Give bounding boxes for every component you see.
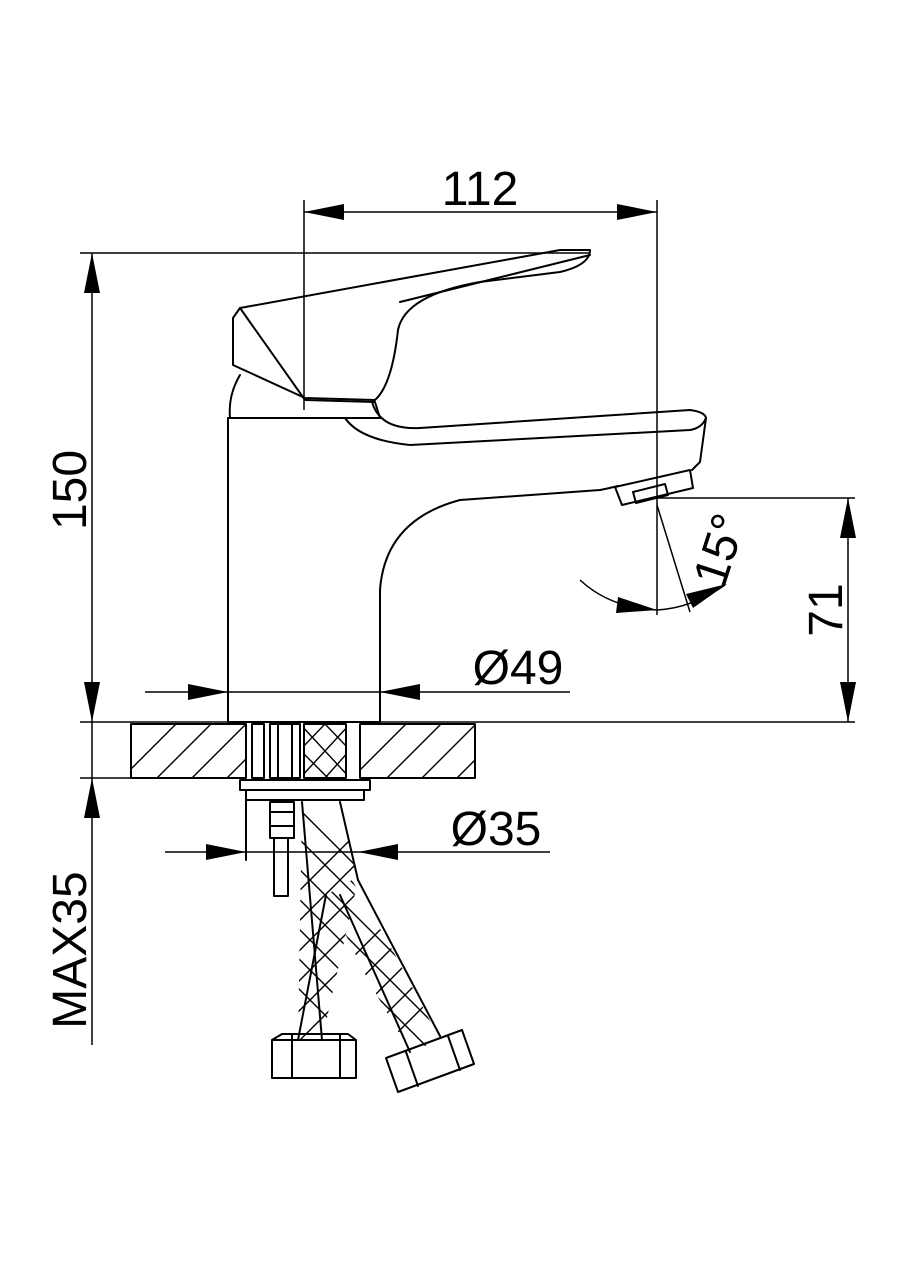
faucet-body <box>227 401 707 723</box>
dim-15deg-label: 15° <box>684 508 757 593</box>
dim-35-label: Ø35 <box>451 803 542 856</box>
dim-71-label: 71 <box>800 583 853 636</box>
dim-spout-height: 71 <box>657 497 856 722</box>
supply-hoses <box>271 801 475 1093</box>
lever-handle <box>228 249 591 419</box>
dim-hole-diameter: Ø35 <box>165 803 550 860</box>
dim-112-label: 112 <box>442 163 519 216</box>
dim-max-thickness: MAX35 <box>44 722 131 1045</box>
dim-49-label: Ø49 <box>473 642 564 695</box>
dim-spout-reach: 112 <box>303 163 658 615</box>
fixing-assembly <box>239 779 371 897</box>
dim-base-diameter: Ø49 <box>145 642 570 700</box>
dim-swivel-angle: 15° <box>579 504 757 613</box>
dim-150-label: 150 <box>44 450 97 530</box>
dim-total-height: 150 <box>44 252 590 722</box>
dim-max35-label: MAX35 <box>44 871 97 1028</box>
counter-slab <box>130 723 476 779</box>
